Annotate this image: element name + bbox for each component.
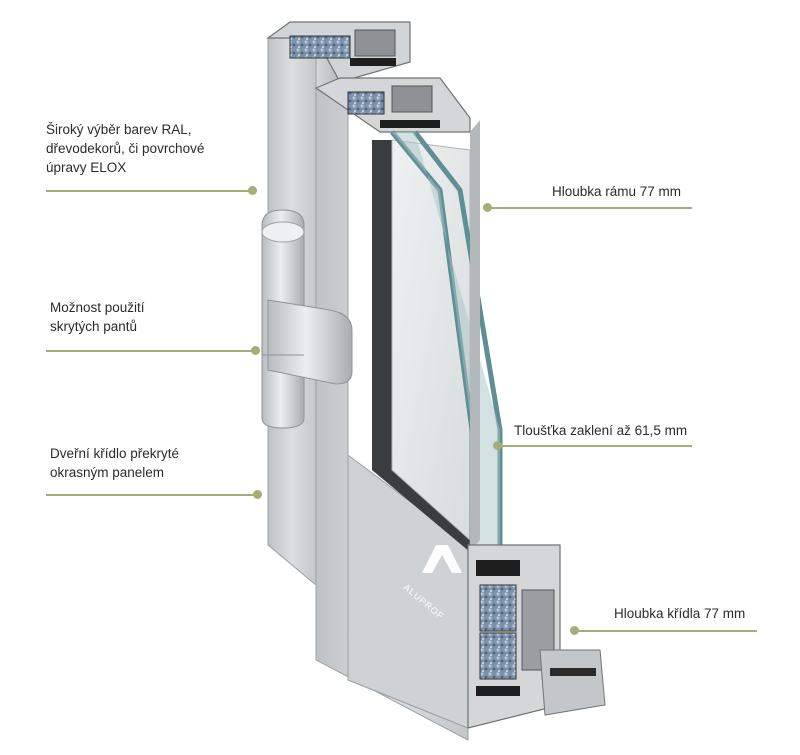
frame-top-chamber: [354, 29, 396, 57]
callout-sash-panel-line: Dveřní křídlo překryté: [50, 446, 180, 461]
sash-top-thermal-break: [380, 120, 440, 128]
callout-sash-panel-line: okrasným panelem: [50, 465, 165, 480]
threshold-seal: [550, 668, 596, 676]
sash-top-chamber: [391, 85, 433, 113]
aluprof-logo: [422, 545, 462, 573]
sash-bottom-insulation-upper: [479, 584, 517, 632]
sash-bottom-gasket: [476, 686, 520, 696]
threshold: [539, 649, 606, 716]
callout-sash-panel-dot: [253, 490, 262, 499]
callout-colors-dot: [248, 186, 257, 195]
callout-frame-depth-dot: [483, 203, 492, 212]
callout-colors-leader: [46, 190, 250, 192]
callout-hinges-dot: [251, 346, 260, 355]
callout-colors-line: dřevodekorů, či povrchové: [46, 141, 205, 156]
hinge: [261, 209, 353, 429]
callout-colors-line: Široký výběr barev RAL,: [46, 122, 192, 137]
callout-frame-depth-label: Hloubka rámu 77 mm: [552, 182, 681, 201]
callout-sash-depth-label: Hloubka křídla 77 mm: [614, 604, 745, 623]
callout-glazing-label: Tloušťka zaklení až 61,5 mm: [514, 421, 687, 440]
callout-hinges-label: Možnost použití skrytých pantů: [50, 298, 145, 336]
callout-sash-depth-leader: [577, 630, 757, 632]
callout-glazing-dot: [493, 441, 502, 450]
callout-glazing-leader: [500, 445, 692, 447]
frame-top-thermal-break: [350, 58, 396, 66]
callout-colors-label: Široký výběr barev RAL, dřevodekorů, či …: [46, 120, 204, 177]
callout-hinges-line: Možnost použití: [50, 300, 145, 315]
sash-side-face: [470, 120, 480, 552]
callout-glazing-line: Tloušťka zaklení až 61,5 mm: [514, 423, 688, 438]
callout-sash-depth-dot: [570, 626, 579, 635]
callout-sash-panel-label: Dveřní křídlo překryté okrasným panelem: [50, 444, 179, 482]
sash-bottom-insulation-lower: [479, 632, 517, 680]
callout-hinges-line: skrytých pantů: [50, 319, 138, 334]
callout-frame-depth-line: Hloubka rámu 77 mm: [552, 184, 682, 199]
callout-sash-depth-line: Hloubka křídla 77 mm: [614, 606, 746, 621]
callout-hinges-leader: [46, 350, 252, 352]
frame-top-insulation: [289, 35, 351, 59]
callout-colors-line: úpravy ELOX: [46, 160, 127, 175]
callout-frame-depth-leader: [490, 207, 692, 209]
sash-bottom-thermal-break: [476, 560, 520, 576]
sash-top-insulation: [347, 91, 385, 115]
callout-sash-panel-leader: [46, 494, 254, 496]
